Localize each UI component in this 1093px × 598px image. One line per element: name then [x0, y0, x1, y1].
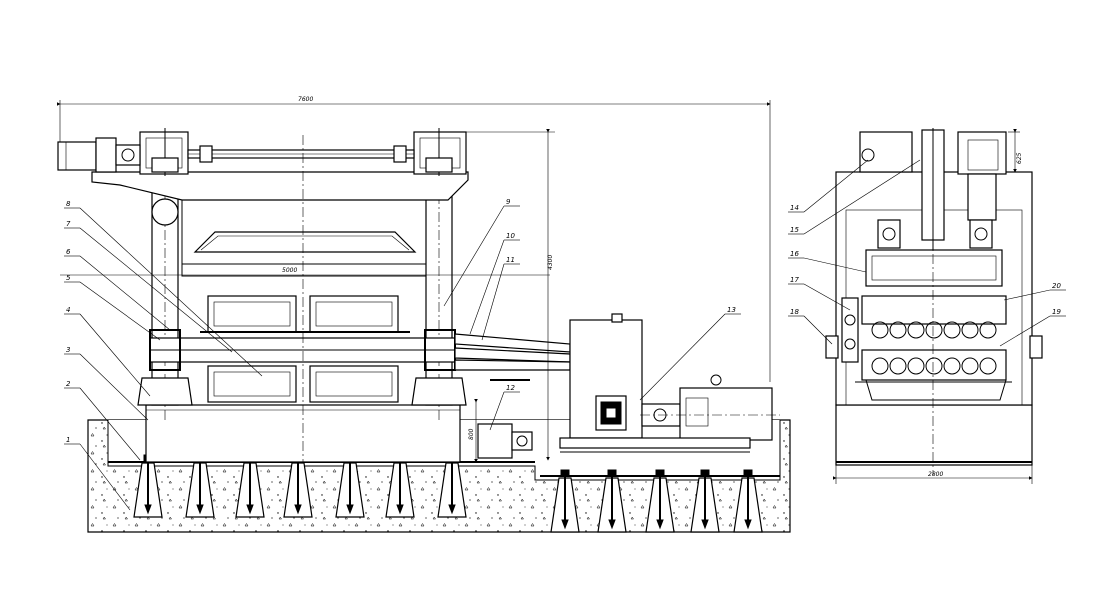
callout-number: 15: [790, 226, 799, 234]
screwdown-drive-left: [139, 128, 189, 176]
anchor-bolt: [235, 454, 265, 518]
callout-12: 12: [489, 384, 520, 431]
side-view: 2800 625: [825, 128, 1043, 484]
callout-number: 4: [66, 306, 70, 314]
callout-number: 12: [506, 384, 515, 392]
main-motor: [640, 374, 780, 441]
anchor-bolt: [550, 469, 580, 533]
callout-number: 6: [66, 248, 71, 256]
callout-number: 5: [66, 274, 71, 282]
lubrication-pump: [477, 423, 533, 467]
upper-rolls: [871, 321, 997, 339]
callout-number: 9: [506, 198, 511, 206]
callout-15: 15: [788, 159, 921, 235]
callout-6: 6: [64, 248, 171, 331]
callout-9: 9: [443, 198, 520, 307]
universal-spindles: [454, 333, 571, 381]
work-roll: [907, 321, 925, 339]
callout-7: 7: [64, 220, 233, 353]
dim-side-width: 2800: [928, 471, 943, 478]
callout-number: 7: [66, 220, 71, 228]
work-roll: [871, 357, 889, 375]
callout-3: 3: [64, 346, 149, 421]
callout-number: 14: [790, 204, 799, 212]
callout-number: 13: [727, 306, 736, 314]
callout-14: 14: [788, 159, 869, 213]
callout-5: 5: [64, 274, 161, 341]
connecting-shaft: [187, 145, 415, 163]
front-view: 7600 4300 5000 800: [57, 96, 791, 533]
anchor-bolt: [437, 454, 467, 518]
work-roll: [979, 321, 997, 339]
callout-4: 4: [64, 306, 151, 397]
dim-base-height: 800: [468, 428, 475, 440]
work-roll: [907, 357, 925, 375]
work-roll: [889, 357, 907, 375]
callout-number: 16: [790, 250, 799, 258]
dimension-lines: [57, 100, 771, 463]
work-roll: [979, 357, 997, 375]
work-roll: [961, 357, 979, 375]
lower-rolls: [871, 357, 997, 375]
top-crosshead: [60, 171, 550, 277]
callout-number: 17: [790, 276, 799, 284]
anchor-bolt: [690, 469, 720, 533]
roll-band: [149, 329, 456, 371]
callout-10: 10: [469, 232, 520, 335]
anchor-bolt: [335, 454, 365, 518]
callout-number: 3: [66, 346, 70, 354]
callout-number: 19: [1052, 308, 1061, 316]
callout-13: 13: [639, 306, 741, 401]
callout-19: 19: [999, 308, 1066, 347]
callout-16: 16: [788, 250, 867, 273]
dim-inner: 5000: [282, 267, 297, 274]
left-housing-column: [137, 140, 193, 420]
lower-roll-cassette: [207, 365, 399, 403]
upper-roll-cassette: [200, 295, 410, 333]
drive-skid: [559, 437, 751, 449]
callouts-side: 14 15 16 17 18 19 20: [788, 159, 1066, 347]
pinion-gearbox: [569, 313, 643, 439]
work-roll: [889, 321, 907, 339]
callout-1: 1: [64, 436, 131, 511]
dim-side-top: 625: [1016, 152, 1023, 164]
right-housing-column: [411, 140, 467, 420]
callout-11: 11: [481, 256, 520, 341]
work-roll: [871, 321, 889, 339]
callout-20: 20: [1003, 282, 1066, 301]
callout-number: 20: [1052, 282, 1061, 290]
screwdown-motor: [57, 137, 141, 173]
anchor-bolt: [597, 469, 627, 533]
anchor-bolt: [645, 469, 675, 533]
dim-overall-length: 7600: [298, 96, 313, 103]
callout-17: 17: [788, 276, 851, 311]
work-roll: [961, 321, 979, 339]
anchor-bolt: [185, 454, 215, 518]
callout-number: 11: [506, 256, 515, 264]
callout-number: 2: [66, 380, 71, 388]
callout-number: 8: [66, 200, 71, 208]
callout-number: 1: [66, 436, 70, 444]
dim-overall-height: 4300: [547, 255, 554, 270]
callout-number: 10: [506, 232, 515, 240]
work-roll: [943, 321, 961, 339]
callout-18: 18: [788, 308, 833, 345]
callout-2: 2: [64, 380, 141, 461]
screwdown-drive-right: [413, 128, 467, 176]
anchor-bolt: [733, 469, 763, 533]
callout-number: 18: [790, 308, 799, 316]
callout-8: 8: [64, 200, 263, 377]
work-roll: [925, 321, 943, 339]
work-roll: [943, 357, 961, 375]
side-base: [835, 404, 1033, 466]
work-roll: [925, 357, 943, 375]
